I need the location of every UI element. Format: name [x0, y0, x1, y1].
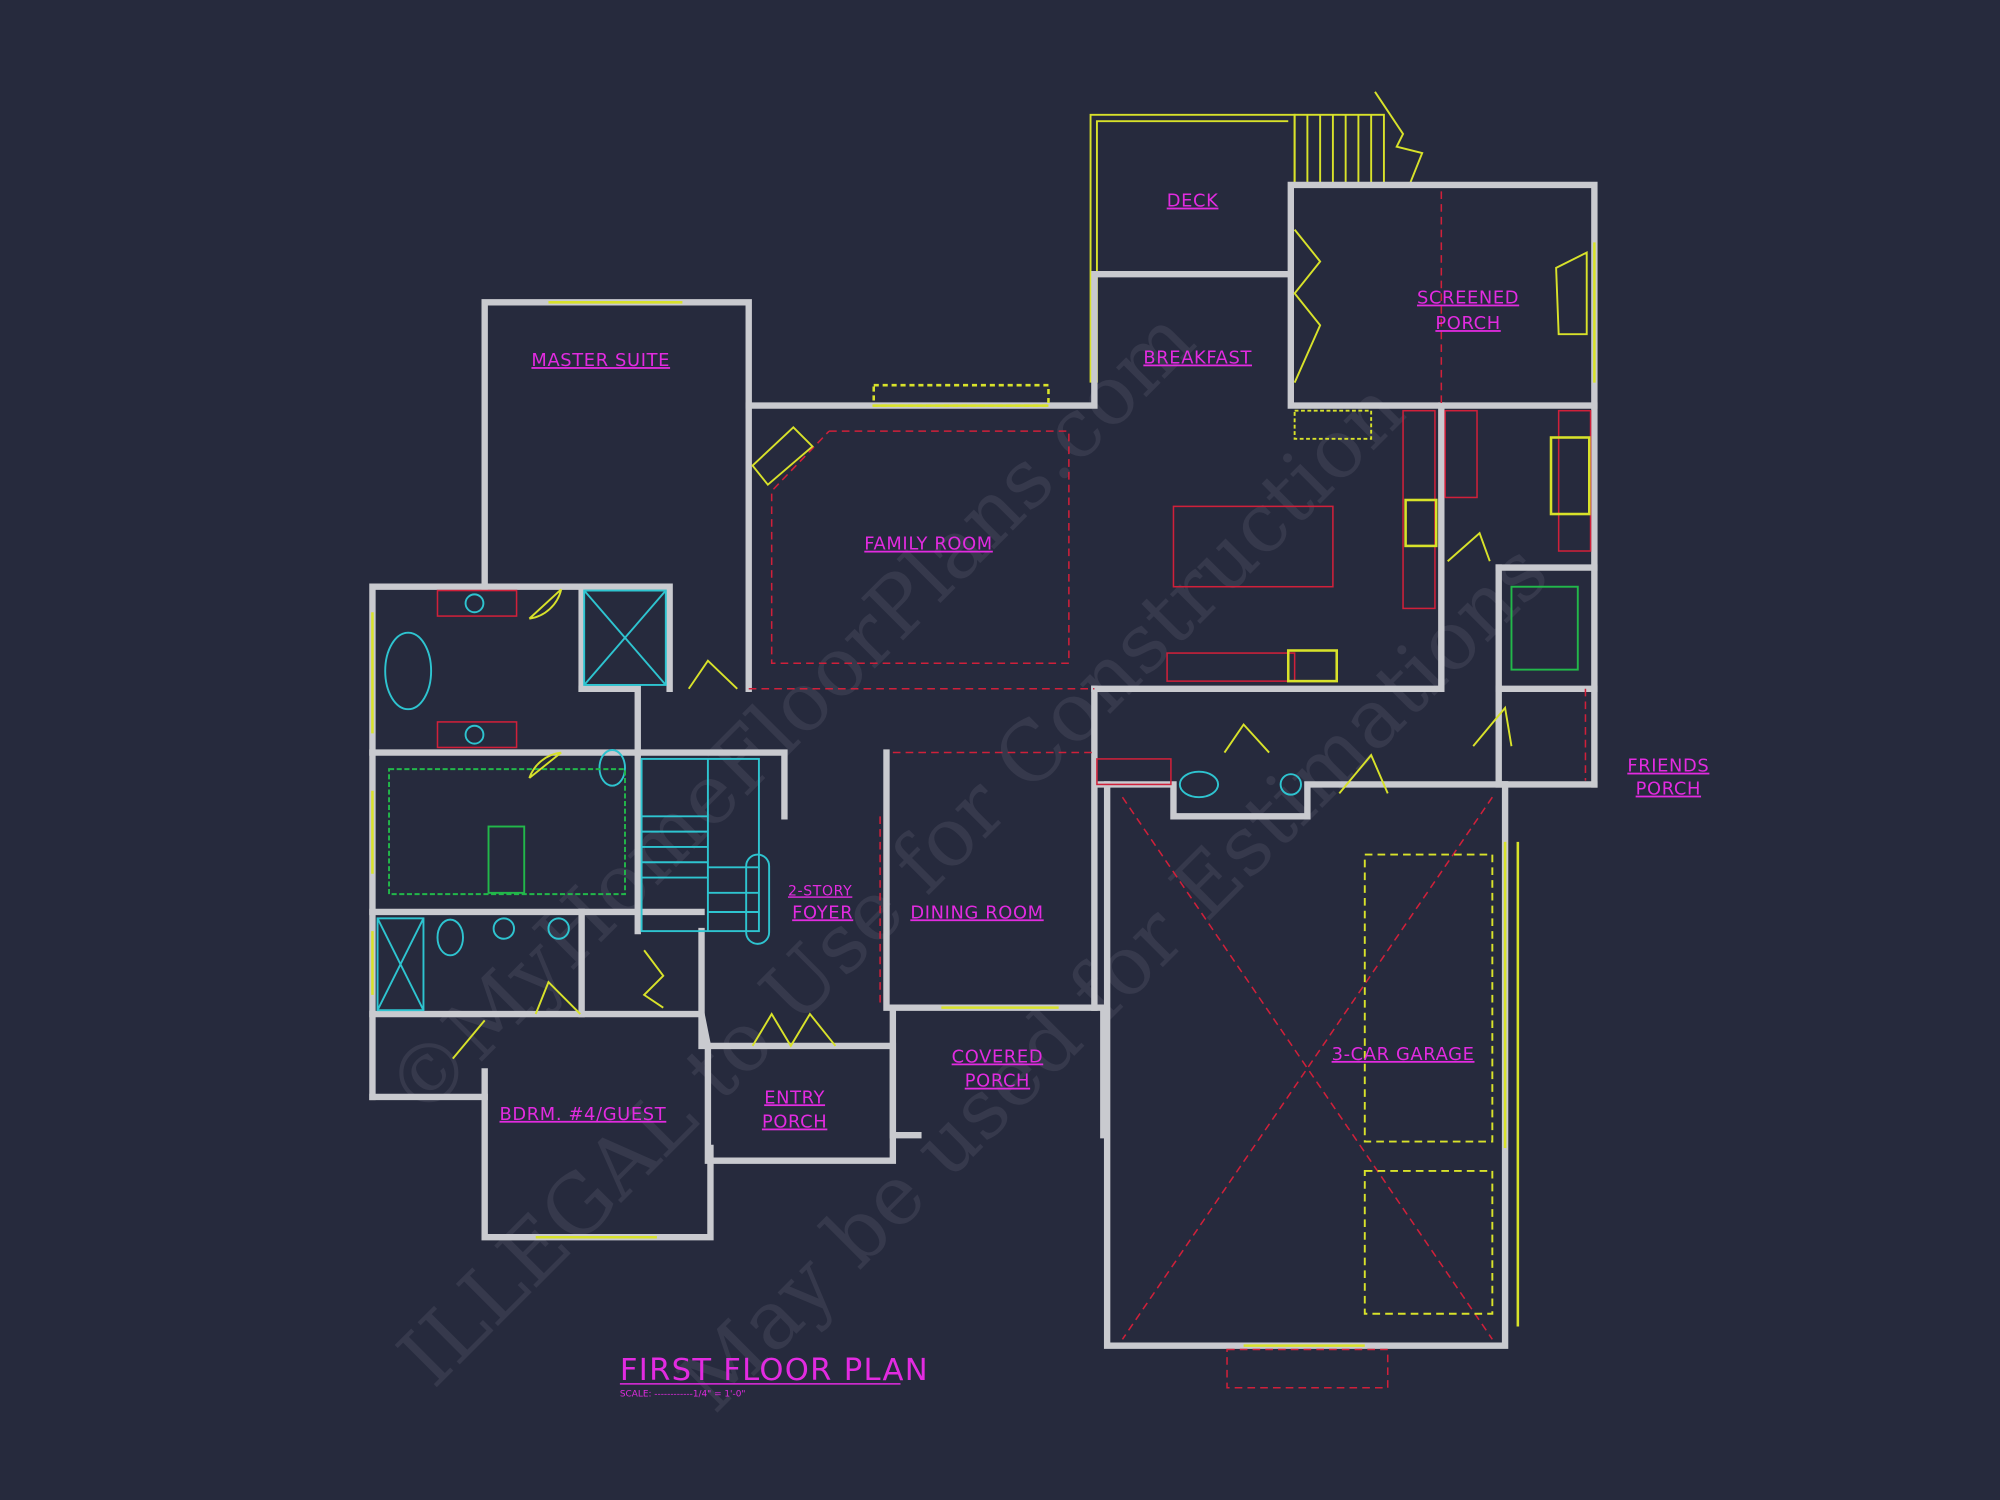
label-breakfast: BREAKFAST: [1143, 348, 1252, 369]
label-3-car-garage: 3-CAR GARAGE: [1332, 1044, 1475, 1065]
label-dining-room: DINING ROOM: [910, 902, 1043, 923]
label-foyer-2: FOYER: [792, 902, 853, 923]
windows: [371, 242, 1596, 1347]
kitchen: [1166, 409, 1592, 683]
label-screened-porch-2: PORCH: [1435, 313, 1500, 334]
drawing-title: FIRST FLOOR PLAN: [620, 1353, 929, 1388]
stairs: [640, 757, 771, 945]
watermark: ©MyHomeFloorPlans.com ILLEGAL to Use for…: [368, 292, 1566, 1430]
label-entry-porch-1: ENTRY: [764, 1087, 825, 1108]
label-family-room: FAMILY ROOM: [864, 534, 993, 555]
room-labels: DECK SCREENED PORCH BREAKFAST MASTER SUI…: [500, 191, 1709, 1133]
ceiling-lines: [748, 191, 1587, 1389]
label-friends-porch-2: PORCH: [1636, 779, 1701, 800]
scale-note: SCALE: ------------1/4" = 1'-0": [620, 1390, 746, 1400]
label-bdrm-4-guest: BDRM. #4/GUEST: [500, 1104, 667, 1125]
doors: [452, 228, 1588, 1060]
label-covered-porch-1: COVERED: [952, 1046, 1044, 1067]
label-screened-porch-1: SCREENED: [1417, 288, 1519, 309]
label-foyer-1: 2-STORY: [788, 883, 852, 899]
garage-doors: [1363, 853, 1494, 1315]
label-deck: DECK: [1167, 191, 1219, 212]
label-entry-porch-2: PORCH: [762, 1112, 827, 1133]
bath-fixtures: [376, 589, 1302, 1012]
label-master-suite: MASTER SUITE: [531, 350, 670, 371]
label-friends-porch-1: FRIENDS: [1627, 756, 1709, 777]
label-covered-porch-2: PORCH: [965, 1071, 1030, 1092]
